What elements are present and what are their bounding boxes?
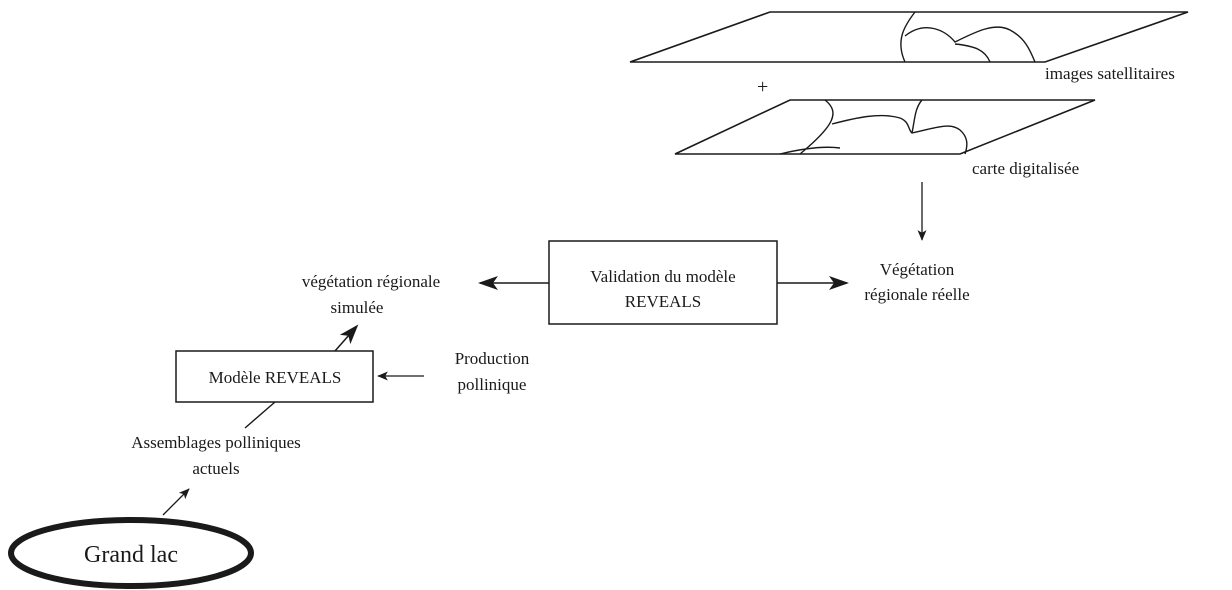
plus-sign: + [757, 76, 768, 98]
reveals-box-label: Modèle REVEALS [209, 368, 342, 387]
reveals-to-simulated-arrow [334, 324, 359, 352]
grand-lac-ellipse [8, 517, 254, 589]
pollen-assemblages-line1: Assemblages polliniques [131, 433, 301, 452]
satellite-plane-outline [629, 11, 1189, 63]
satellite-region-contour [904, 26, 1036, 63]
digitized-map-plane [674, 99, 1096, 155]
validation-box: Validation du modèle REVEALS [548, 240, 778, 325]
validation-box-line2: REVEALS [625, 292, 702, 311]
simulated-vegetation-line2: simulée [331, 298, 384, 317]
map-region-contour [831, 114, 968, 155]
map-boundary-line [799, 99, 834, 155]
pollen-assemblages-line2: actuels [192, 459, 239, 478]
map-plane-outline [674, 99, 1096, 155]
real-vegetation-line1: Végétation [880, 260, 955, 279]
satellite-boundary-line [900, 11, 916, 63]
assemblages-to-reveals-line [244, 401, 276, 429]
satellite-region-contour-2 [954, 43, 991, 63]
pollen-production-line1: Production [455, 349, 530, 368]
satellite-image-plane [629, 11, 1189, 63]
pollen-production-line2: pollinique [458, 375, 527, 394]
reveals-model-box: Modèle REVEALS [175, 350, 374, 403]
map-lower-contour [779, 146, 841, 155]
lake-to-assemblages-arrow [162, 488, 190, 516]
validation-box-line1: Validation du modèle [590, 267, 735, 286]
grand-lac-label: Grand lac [84, 542, 178, 568]
satellite-images-label: images satellitaires [1045, 64, 1175, 83]
simulated-vegetation-line1: végétation régionale [302, 272, 440, 291]
map-inner-boundary [911, 99, 923, 134]
grand-lac-node: Grand lac [8, 517, 254, 589]
real-vegetation-line2: régionale réelle [864, 285, 969, 304]
digitized-map-label: carte digitalisée [972, 159, 1079, 178]
